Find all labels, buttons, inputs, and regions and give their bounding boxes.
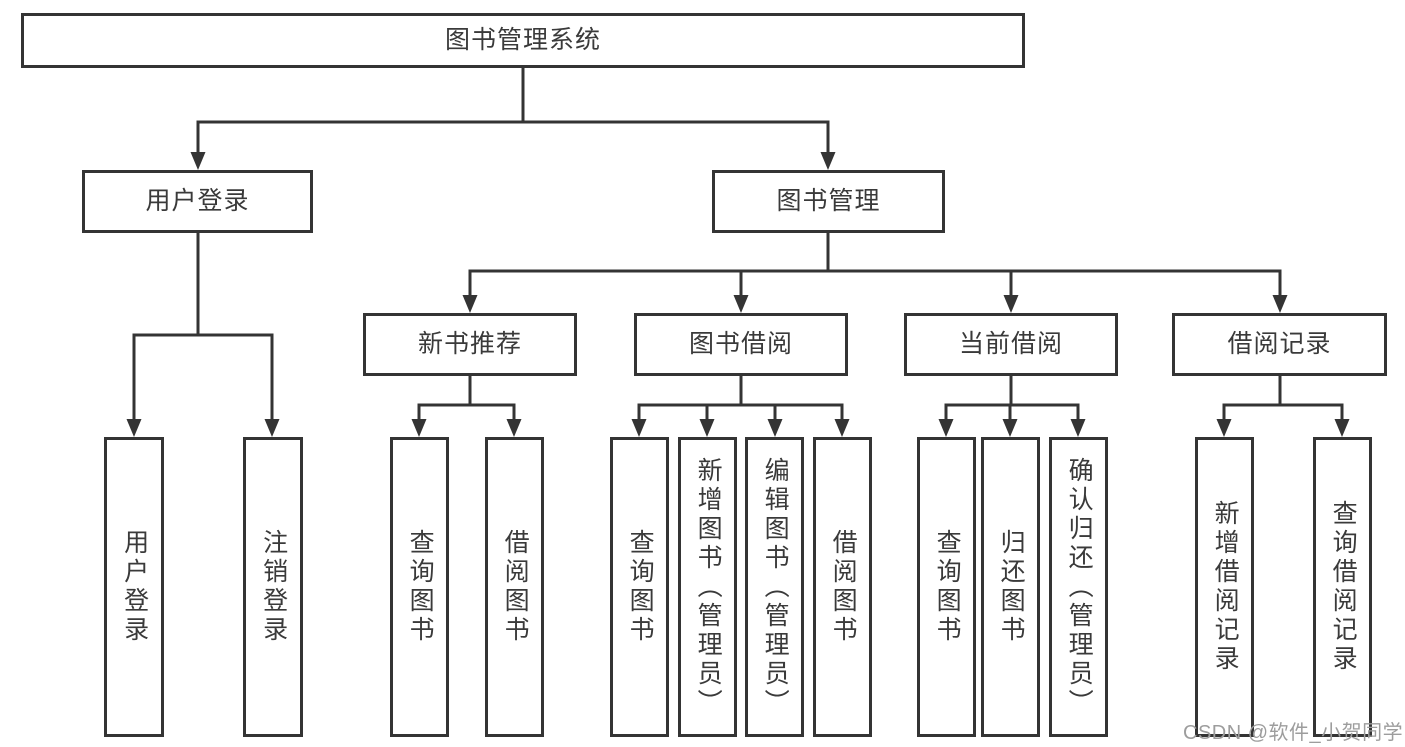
node-current-borrow: 当前借阅: [904, 313, 1118, 376]
leaf-borrow-query-books: 查询图书: [610, 437, 669, 737]
node-borrow-records-label: 借阅记录: [1227, 329, 1332, 358]
leaf-confirm-return-admin: 确认归还（管理员）: [1049, 437, 1108, 737]
leaf-logout: 注销登录: [243, 437, 303, 737]
node-root-label: 图书管理系统: [444, 25, 601, 54]
node-book-management-label: 图书管理: [776, 186, 881, 215]
leaf-borrow-query-books-label: 查询图书: [626, 529, 655, 645]
leaf-user-login: 用户登录: [104, 437, 164, 737]
leaf-recommend-borrow-books: 借阅图书: [485, 437, 544, 737]
leaf-query-borrow-record-label: 查询借阅记录: [1329, 500, 1358, 674]
leaf-edit-books-admin-label: 编辑图书（管理员）: [761, 456, 790, 718]
leaf-add-books-admin: 新增图书（管理员）: [678, 437, 737, 737]
arrowheads: [126, 152, 1350, 437]
node-current-borrow-label: 当前借阅: [958, 329, 1063, 358]
leaf-add-borrow-record-label: 新增借阅记录: [1211, 500, 1240, 674]
leaf-borrow-books-label: 借阅图书: [829, 529, 858, 645]
node-book-management: 图书管理: [712, 170, 945, 233]
leaf-add-books-admin-label: 新增图书（管理员）: [694, 456, 723, 718]
node-new-book-recommend: 新书推荐: [363, 313, 577, 376]
node-user-login-label: 用户登录: [145, 186, 250, 215]
leaf-query-borrow-record: 查询借阅记录: [1313, 437, 1372, 737]
leaf-recommend-borrow-books-label: 借阅图书: [501, 529, 530, 645]
csdn-watermark: CSDN @软件_小贺同学: [1183, 722, 1404, 744]
node-root: 图书管理系统: [21, 13, 1025, 68]
node-borrow-records: 借阅记录: [1172, 313, 1387, 376]
leaf-current-query-books: 查询图书: [917, 437, 976, 737]
leaf-return-books-label: 归还图书: [997, 529, 1026, 645]
leaf-confirm-return-admin-label: 确认归还（管理员）: [1065, 456, 1094, 718]
leaf-return-books: 归还图书: [981, 437, 1040, 737]
leaf-current-query-books-label: 查询图书: [933, 529, 962, 645]
leaf-user-login-label: 用户登录: [120, 529, 149, 645]
leaf-logout-label: 注销登录: [259, 529, 288, 645]
leaf-borrow-books: 借阅图书: [813, 437, 872, 737]
leaf-edit-books-admin: 编辑图书（管理员）: [745, 437, 804, 737]
leaf-recommend-query-books: 查询图书: [390, 437, 449, 737]
leaf-add-borrow-record: 新增借阅记录: [1195, 437, 1254, 737]
node-book-borrow: 图书借阅: [634, 313, 848, 376]
leaf-recommend-query-books-label: 查询图书: [406, 529, 435, 645]
node-new-book-recommend-label: 新书推荐: [417, 329, 522, 358]
node-book-borrow-label: 图书借阅: [688, 329, 793, 358]
node-user-login: 用户登录: [82, 170, 313, 233]
